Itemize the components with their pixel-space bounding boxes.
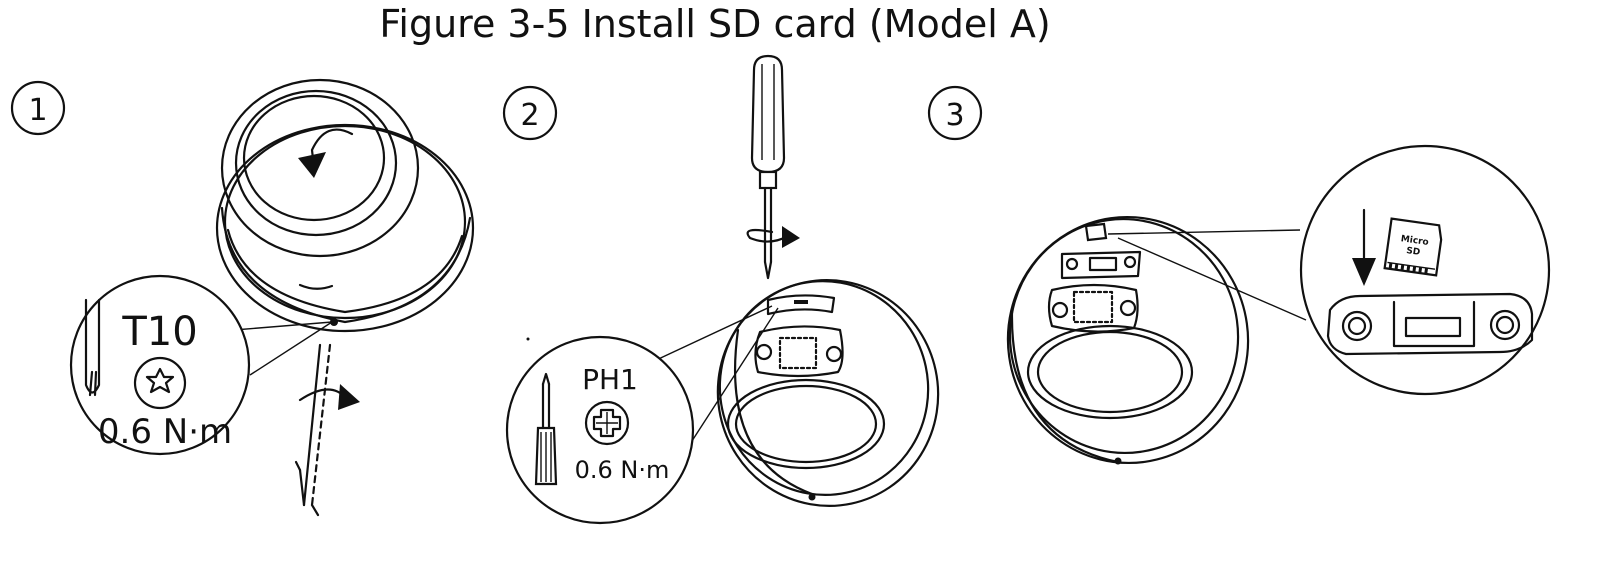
phillips-icon bbox=[584, 400, 630, 446]
step-1-badge bbox=[10, 80, 66, 136]
rotate-arrow-icon bbox=[746, 228, 790, 243]
dome-camera-1 bbox=[215, 78, 475, 333]
step-3-number: 3 bbox=[945, 98, 964, 133]
screwdriver bbox=[746, 54, 800, 280]
sd-card-label-line1: Micro bbox=[1400, 234, 1429, 248]
dome-camera-2 bbox=[716, 279, 940, 507]
step-1: 1 bbox=[10, 78, 475, 517]
rotate-arrow-icon bbox=[310, 128, 354, 170]
bit-label-t10: T10 bbox=[121, 309, 197, 355]
step-1-number: 1 bbox=[28, 93, 47, 128]
step-3-zoom-callout: Micro SD bbox=[1299, 144, 1551, 396]
micro-sd-card: Micro SD bbox=[1383, 217, 1443, 277]
torque-label-2: 0.6 N·m bbox=[575, 456, 670, 484]
torx-icon bbox=[133, 356, 187, 410]
torque-label-1: 0.6 N·m bbox=[98, 412, 232, 452]
dome-camera-3 bbox=[1006, 215, 1250, 465]
torx-wrench bbox=[294, 343, 360, 517]
figure-title: Figure 3-5 Install SD card (Model A) bbox=[379, 2, 1051, 46]
step-2-zoom-callout: PH1 0.6 N·m bbox=[505, 335, 695, 525]
sd-card-label-line2: SD bbox=[1406, 246, 1421, 258]
step-2-number: 2 bbox=[520, 98, 539, 133]
bit-label-ph1: PH1 bbox=[582, 363, 638, 396]
step-3-badge bbox=[927, 85, 983, 141]
step-1-zoom-callout: T10 0.6 N·m bbox=[69, 274, 251, 456]
step-3: 3 bbox=[927, 85, 1551, 465]
step-2: 2 bbox=[502, 54, 940, 525]
step-2-badge bbox=[502, 85, 558, 141]
sd-card-slot bbox=[1326, 292, 1534, 356]
